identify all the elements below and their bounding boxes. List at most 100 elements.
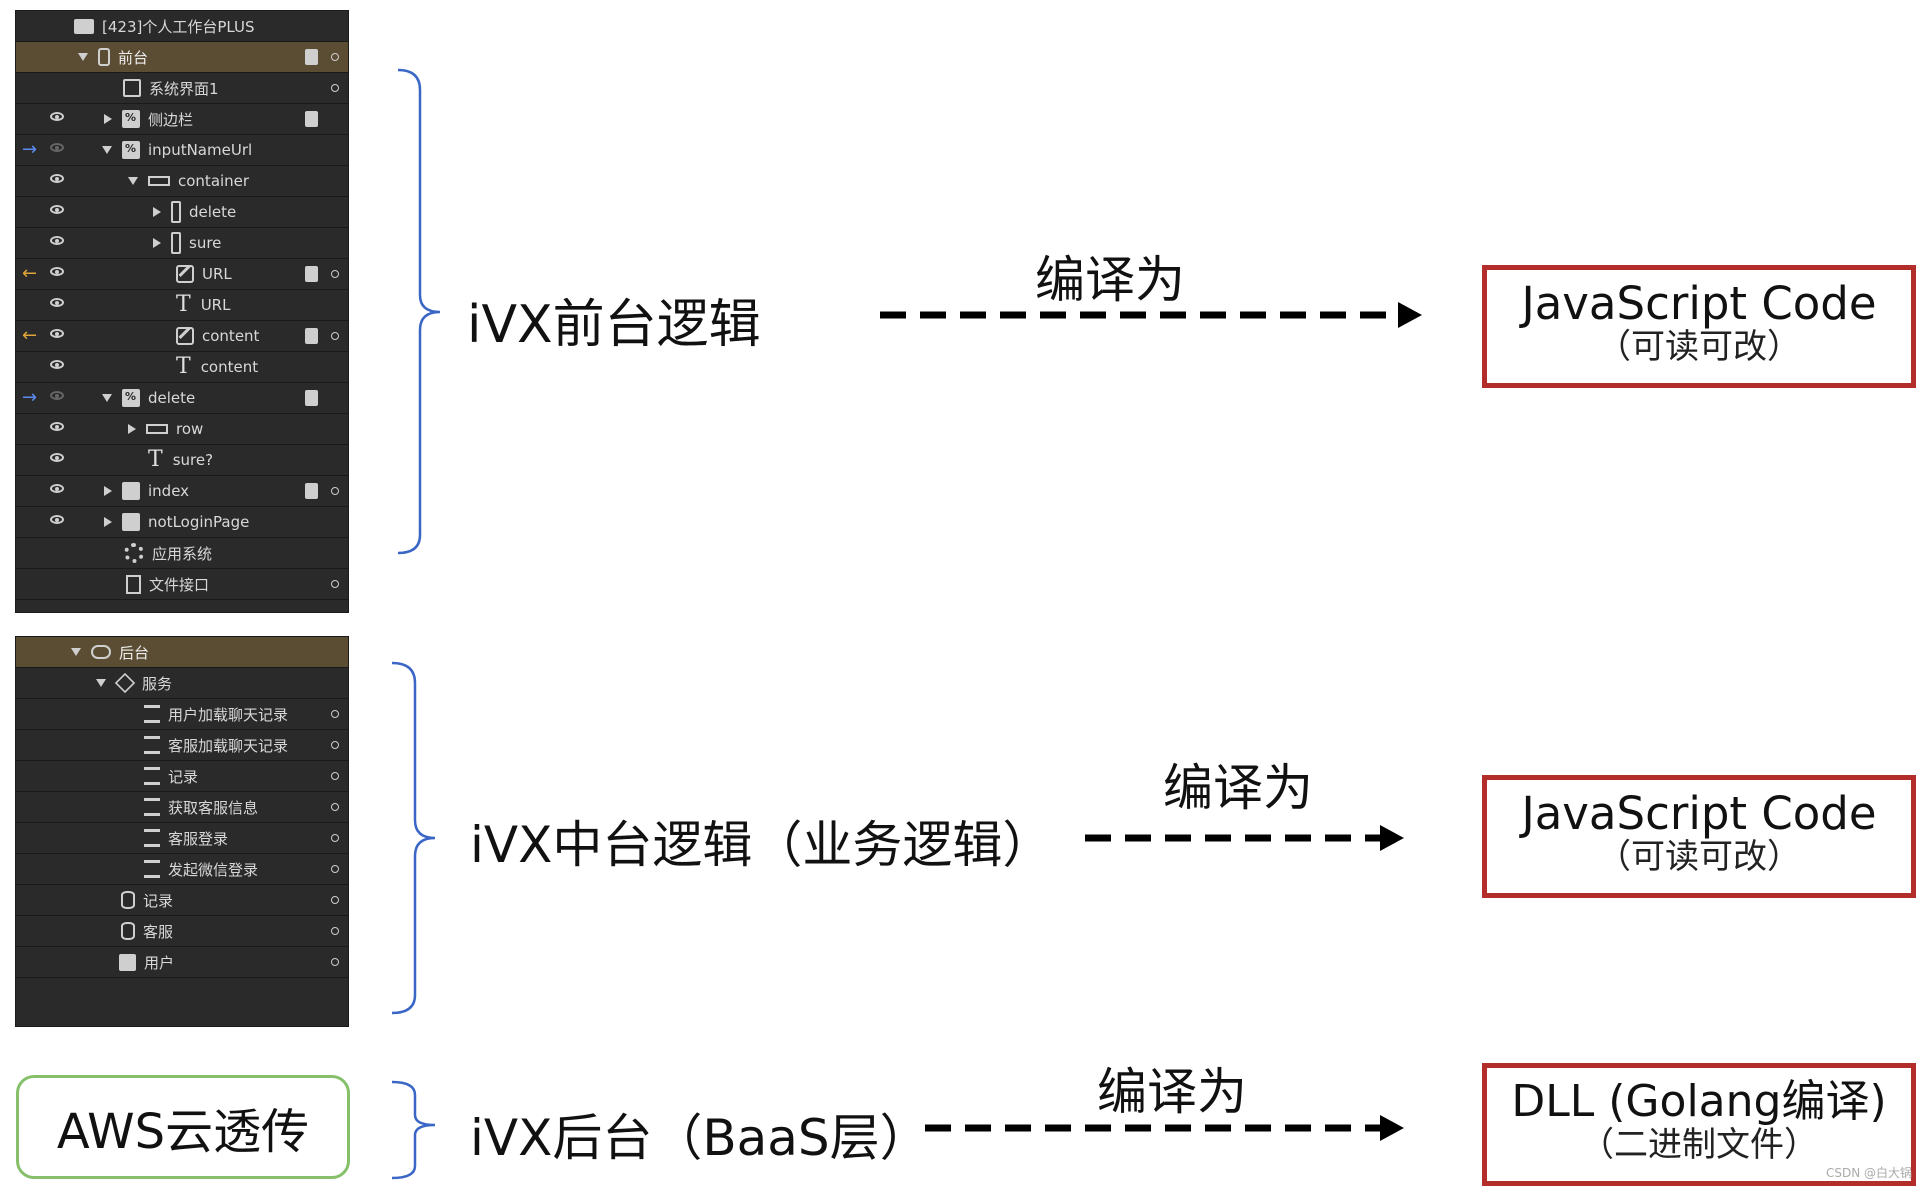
tree-row[interactable]: 用户加载聊天记录 [16, 699, 348, 730]
expand-arrow-icon[interactable] [104, 517, 112, 527]
tree-row-backend[interactable]: 后台 [16, 637, 348, 668]
button-icon [171, 232, 181, 254]
user-icon [119, 953, 136, 971]
tree-row[interactable]: 侧边栏 [16, 104, 348, 135]
eye-icon[interactable] [50, 422, 64, 431]
tree-row-label: container [178, 172, 250, 190]
collapse-arrow-icon[interactable] [78, 53, 88, 61]
tree-row[interactable]: 应用系统 [16, 538, 348, 569]
tree-row-label: 服务 [142, 674, 173, 693]
gear-icon [124, 543, 144, 563]
tree-row-frontend[interactable]: 前台 [16, 42, 348, 73]
button-icon [171, 201, 181, 223]
collapse-arrow-icon[interactable] [71, 648, 81, 656]
eye-icon[interactable] [50, 205, 64, 214]
target-title: JavaScript Code [1521, 787, 1877, 840]
tree-row-label: 用户加载聊天记录 [168, 705, 289, 724]
tree-row[interactable]: 客服登录 [16, 823, 348, 854]
api-icon [144, 829, 160, 847]
tree-row[interactable]: container [16, 166, 348, 197]
eye-icon[interactable] [50, 484, 64, 493]
tree-row[interactable]: 记录 [16, 885, 348, 916]
info-icon[interactable] [305, 328, 318, 344]
page-icon [122, 482, 140, 500]
page-icon [122, 513, 140, 531]
tree-row[interactable]: notLoginPage [16, 507, 348, 538]
eye-icon[interactable] [50, 453, 64, 462]
eye-hidden-icon[interactable] [50, 143, 64, 152]
eye-icon[interactable] [50, 174, 64, 183]
api-icon [144, 860, 160, 878]
tree-row[interactable]: 用户 [16, 947, 348, 978]
tree-row-label: 客服登录 [168, 829, 229, 848]
tree-row[interactable]: 客服 [16, 916, 348, 947]
expand-arrow-icon[interactable] [104, 114, 112, 124]
tree-row-label: 客服加载聊天记录 [168, 736, 289, 755]
monitor-icon [74, 18, 94, 34]
tree-row-project[interactable]: [423]个人工作台PLUS [16, 11, 348, 42]
tree-row-label: row [176, 420, 204, 438]
aws-cloud-box: AWS云透传 [16, 1075, 350, 1179]
collapse-arrow-icon[interactable] [102, 394, 112, 402]
input-icon [176, 265, 194, 283]
watermark: CSDN @白大锅 [1825, 1166, 1912, 1180]
eye-hidden-icon[interactable] [50, 391, 64, 400]
eye-icon[interactable] [50, 112, 64, 121]
eye-icon[interactable] [50, 329, 64, 338]
info-icon[interactable] [305, 49, 318, 65]
eye-icon[interactable] [50, 267, 64, 276]
info-icon[interactable] [305, 483, 318, 499]
tree-row[interactable]: ← URL [16, 259, 348, 290]
collapse-arrow-icon[interactable] [128, 177, 138, 185]
target-subtitle: （可读可改） [1597, 327, 1801, 367]
container-icon [146, 424, 168, 434]
expand-arrow-icon[interactable] [153, 238, 161, 248]
component-icon [122, 110, 140, 128]
status-dot-icon [331, 487, 339, 495]
tree-row[interactable]: → delete [16, 383, 348, 414]
component-icon [122, 141, 140, 159]
tree-row-label: 记录 [143, 891, 174, 910]
tree-row[interactable]: 文件接口 [16, 569, 348, 600]
tree-row-label: 客服 [143, 922, 174, 941]
tree-row[interactable]: 获取客服信息 [16, 792, 348, 823]
arrow-left-icon: ← [22, 325, 38, 346]
tree-row[interactable]: sure [16, 228, 348, 259]
tree-row-label: 后台 [119, 643, 150, 662]
tree-row[interactable]: ← content [16, 321, 348, 352]
tree-row-label: URL [200, 296, 231, 314]
tree-row[interactable]: 服务 [16, 668, 348, 699]
tree-row[interactable]: 记录 [16, 761, 348, 792]
info-icon[interactable] [305, 111, 318, 127]
collapse-arrow-icon[interactable] [102, 146, 112, 154]
eye-icon[interactable] [50, 298, 64, 307]
eye-icon[interactable] [50, 515, 64, 524]
tree-row-label: URL [202, 265, 232, 283]
tree-row[interactable]: delete [16, 197, 348, 228]
expand-arrow-icon[interactable] [104, 486, 112, 496]
eye-icon[interactable] [50, 236, 64, 245]
info-icon[interactable] [305, 390, 318, 406]
tree-row-label: sure [189, 234, 222, 252]
tree-row[interactable]: 客服加载聊天记录 [16, 730, 348, 761]
input-icon [176, 327, 194, 345]
component-icon [122, 389, 140, 407]
collapse-arrow-icon[interactable] [96, 679, 106, 687]
tree-row[interactable]: row [16, 414, 348, 445]
api-icon [144, 798, 160, 816]
tree-row[interactable]: index [16, 476, 348, 507]
tree-row[interactable]: 发起微信登录 [16, 854, 348, 885]
expand-arrow-icon[interactable] [128, 424, 136, 434]
eye-icon[interactable] [50, 360, 64, 369]
info-icon[interactable] [305, 266, 318, 282]
brace-backend [391, 1080, 436, 1180]
tree-row[interactable]: → inputNameUrl [16, 135, 348, 166]
frontend-tree-panel: [423]个人工作台PLUS 前台 系统界面1 侧边栏 → inputNameU… [15, 10, 349, 613]
status-dot-icon [331, 332, 339, 340]
tree-row[interactable]: 系统界面1 [16, 73, 348, 104]
expand-arrow-icon[interactable] [153, 207, 161, 217]
arrowhead-icon [1380, 1115, 1404, 1141]
